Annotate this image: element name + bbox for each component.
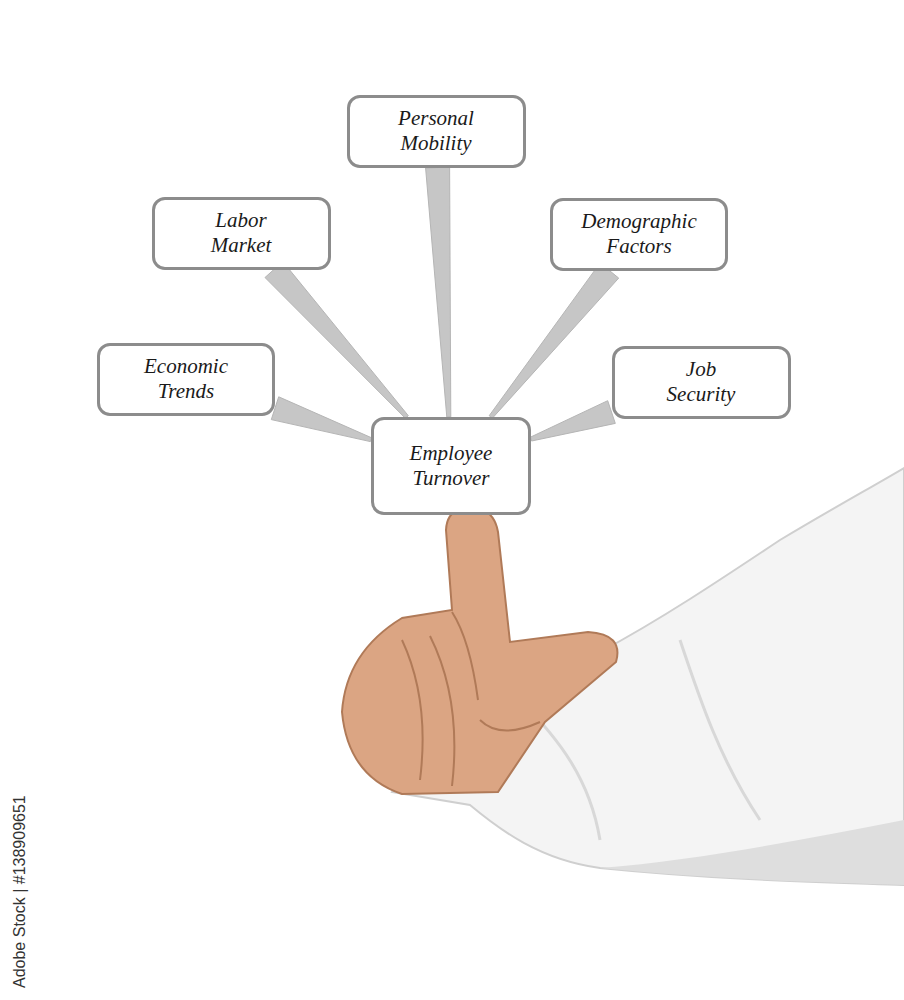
box-label: Economic Trends (121, 354, 251, 404)
box-label: Employee Turnover (386, 441, 516, 491)
wedge-connector (265, 262, 408, 419)
watermark-id: Adobe Stock | #138909651 (10, 795, 29, 988)
box-label: Labor Market (196, 208, 286, 258)
box-label: Demographic Factors (574, 209, 704, 259)
box-label: Personal Mobility (371, 106, 501, 156)
wedge-connector (530, 401, 615, 441)
process-box: Labor Market (152, 197, 331, 270)
process-box: Personal Mobility (347, 95, 526, 168)
wedge-connector (271, 397, 371, 442)
process-box: Economic Trends (97, 343, 275, 416)
hand (342, 507, 617, 794)
sleeve-shadow (600, 820, 904, 885)
process-box: Demographic Factors (550, 198, 728, 271)
wedge-connector (426, 167, 451, 417)
process-box: Job Security (612, 346, 791, 419)
wedge-connector (489, 263, 619, 418)
process-box: Employee Turnover (371, 417, 531, 515)
box-label: Job Security (656, 357, 746, 407)
knuckle-lines (402, 612, 540, 786)
